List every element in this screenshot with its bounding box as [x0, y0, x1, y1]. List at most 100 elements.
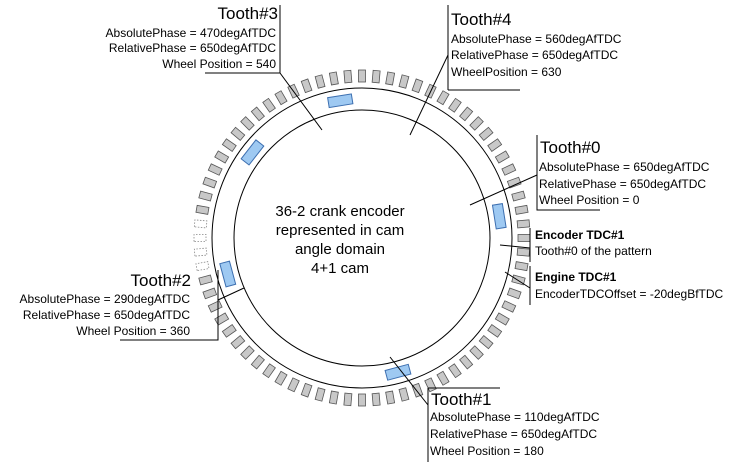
encoder-tooth	[221, 324, 237, 338]
encoder-tooth	[358, 69, 366, 83]
encoder-tooth	[195, 204, 210, 215]
encoder-tooth	[385, 390, 396, 405]
tooth-4-title: Tooth#4	[451, 10, 512, 29]
tooth-1-title: Tooth#1	[431, 390, 492, 409]
encoder-tooth	[478, 335, 494, 350]
encoder-tooth	[398, 74, 410, 89]
cam-mark-tooth-0	[491, 203, 507, 230]
encoder-tooth	[358, 393, 366, 407]
encoder-tooth	[202, 176, 218, 189]
encoder-tdc-line: Tooth#0 of the pattern	[535, 244, 652, 258]
tooth-3-relative-phase: RelativePhase = 650degAfTDC	[109, 41, 276, 55]
encoder-tooth	[221, 138, 237, 152]
encoder-tooth	[230, 335, 246, 350]
encoder-tooth	[287, 377, 300, 393]
encoder-tooth	[436, 90, 450, 106]
encoder-tooth	[262, 363, 276, 379]
missing-tooth	[193, 234, 207, 242]
encoder-tooth	[487, 324, 503, 338]
encoder-tooth	[398, 387, 410, 402]
cam-ring-inner	[233, 109, 491, 367]
encoder-tooth	[385, 71, 396, 86]
center-text-line-2: represented in cam	[276, 222, 404, 239]
callout-bracket-tooth-0	[536, 135, 600, 211]
callout-bracket-tooth-2	[120, 270, 219, 341]
encoder-tooth	[516, 219, 531, 229]
leader-tooth-0	[469, 174, 538, 206]
encoder-tooth	[448, 363, 462, 379]
encoder-tooth	[240, 345, 255, 360]
encoder-tooth	[478, 126, 494, 141]
encoder-tooth	[516, 247, 531, 257]
encoder-tooth	[494, 312, 510, 326]
tooth-1-relative-phase: RelativePhase = 650degAfTDC	[430, 427, 597, 441]
encoder-tdc-title: Encoder TDC#1	[535, 228, 625, 242]
tooth-1-absolute-phase: AbsolutePhase = 110degAfTDC	[430, 410, 600, 424]
encoder-tooth	[514, 204, 529, 215]
tooth-4-wheel-position: WheelPosition = 630	[451, 65, 562, 79]
tooth-4-absolute-phase: AbsolutePhase = 560degAfTDC	[451, 32, 622, 46]
encoder-tooth	[501, 163, 517, 176]
encoder-tooth	[459, 106, 474, 122]
encoder-tooth	[511, 190, 526, 202]
cam-mark-tooth-4	[327, 93, 354, 109]
missing-tooth	[195, 261, 210, 272]
encoder-tooth	[300, 382, 313, 398]
cam-mark-tooth-1	[384, 363, 412, 381]
tooth-0-wheel-position: Wheel Position = 0	[539, 193, 640, 207]
encoder-tooth	[202, 287, 218, 300]
encoder-tooth	[506, 287, 522, 300]
tooth-0-absolute-phase: AbsolutePhase = 650degAfTDC	[539, 160, 710, 174]
encoder-tooth	[250, 354, 265, 370]
center-text-line-4: 4+1 cam	[311, 260, 369, 277]
encoder-tooth	[517, 234, 531, 242]
encoder-tooth	[469, 345, 484, 360]
encoder-tooth	[274, 90, 288, 106]
engine-tdc-title: Engine TDC#1	[535, 270, 617, 284]
tooth-3-title: Tooth#3	[218, 4, 279, 23]
encoder-tooth	[514, 261, 529, 272]
encoder-tooth	[314, 74, 326, 89]
leader-tooth-2	[217, 287, 245, 301]
encoder-tooth	[230, 126, 246, 141]
encoder-tooth	[250, 106, 265, 122]
encoder-tooth	[371, 392, 381, 407]
encoder-tooth	[469, 116, 484, 131]
encoder-tooth	[214, 312, 230, 326]
center-text-line-3: angle domain	[295, 241, 385, 258]
encoder-tooth	[494, 150, 510, 164]
encoder-tooth	[207, 163, 223, 176]
encoder-tooth	[300, 78, 313, 94]
tooth-2-absolute-phase: AbsolutePhase = 290degAfTDC	[20, 292, 191, 306]
encoder-tooth	[459, 354, 474, 370]
leader-tooth-4	[409, 54, 449, 136]
leader-lines	[120, 5, 600, 462]
tooth-2-relative-phase: RelativePhase = 650degAfTDC	[23, 308, 190, 322]
encoder-tooth	[207, 300, 223, 313]
tooth-4-relative-phase: RelativePhase = 650degAfTDC	[451, 48, 618, 62]
encoder-tooth	[371, 69, 381, 84]
encoder-tooth	[328, 71, 339, 86]
leader-tooth-1	[389, 356, 429, 406]
cam-mark-tooth-2	[219, 260, 237, 288]
tooth-0-title: Tooth#0	[540, 138, 601, 157]
encoder-tooth	[411, 382, 424, 398]
cam-mark-tooth-3	[240, 139, 265, 166]
cam-marks	[219, 93, 507, 381]
tooth-0-relative-phase: RelativePhase = 650degAfTDC	[539, 177, 706, 191]
cam-ring-outer	[211, 87, 513, 389]
encoder-tooth	[436, 370, 450, 386]
missing-tooth	[193, 247, 208, 257]
encoder-tooth	[274, 370, 288, 386]
tooth-1-wheel-position: Wheel Position = 180	[430, 444, 544, 458]
encoder-tooth	[487, 138, 503, 152]
encoder-tooth	[328, 390, 339, 405]
tooth-2-title: Tooth#2	[131, 271, 192, 290]
encoder-tooth	[411, 78, 424, 94]
encoder-tooth	[448, 97, 462, 113]
tooth-2-wheel-position: Wheel Position = 360	[76, 324, 190, 338]
encoder-tooth	[343, 69, 353, 84]
tooth-3-absolute-phase: AbsolutePhase = 470degAfTDC	[106, 26, 277, 40]
